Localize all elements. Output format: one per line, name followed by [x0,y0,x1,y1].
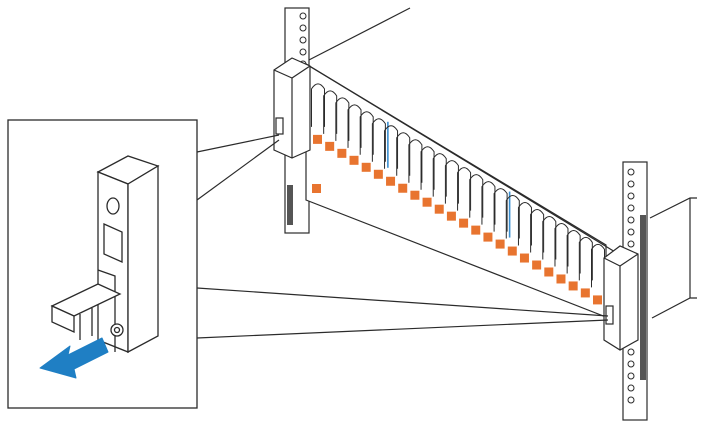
post-hole [628,349,634,355]
drive-led [398,184,407,193]
drive-led [508,247,517,256]
drive-led [569,281,578,290]
post-hole [300,49,306,55]
post-hole [628,217,634,223]
drive-led [325,142,334,151]
left-ear-latch [276,118,283,134]
drive-led [410,191,419,200]
post-hole [628,205,634,211]
drive-led [374,170,383,179]
post-hole [300,25,306,31]
drive-led [520,254,529,263]
post-hole [628,193,634,199]
drive-led [435,205,444,214]
drive-led [544,267,553,276]
drive-led [581,288,590,297]
drive-led [337,149,346,158]
magnified-keyhole [107,198,119,214]
drive-led [350,156,359,165]
drive-led [313,135,322,144]
drive-led [423,198,432,207]
post-hole [628,229,634,235]
drive-led [447,212,456,221]
left-post-dark-strip [287,185,293,225]
post-hole [300,13,306,19]
drive-led [386,177,395,186]
right-post-dark-strip [640,215,646,380]
drive-led [593,295,602,304]
drive-led [459,219,468,228]
release-button-icon [111,324,123,336]
post-hole [628,181,634,187]
drive-led [312,184,321,193]
post-hole [628,241,634,247]
right-rail-ear [604,246,638,350]
drive-led [496,240,505,249]
post-hole [628,361,634,367]
magnified-rail-ear [98,156,158,352]
server-chassis [306,64,625,317]
drive-led [532,261,541,270]
post-hole [628,169,634,175]
drive-led [483,233,492,242]
left-rail-ear [274,58,310,158]
detail-inset [8,120,197,408]
post-hole [628,397,634,403]
post-hole [628,385,634,391]
drive-led [362,163,371,172]
drive-led [556,274,565,283]
drive-led [471,226,480,235]
right-ear-latch [606,306,613,324]
post-hole [628,373,634,379]
post-hole [300,37,306,43]
